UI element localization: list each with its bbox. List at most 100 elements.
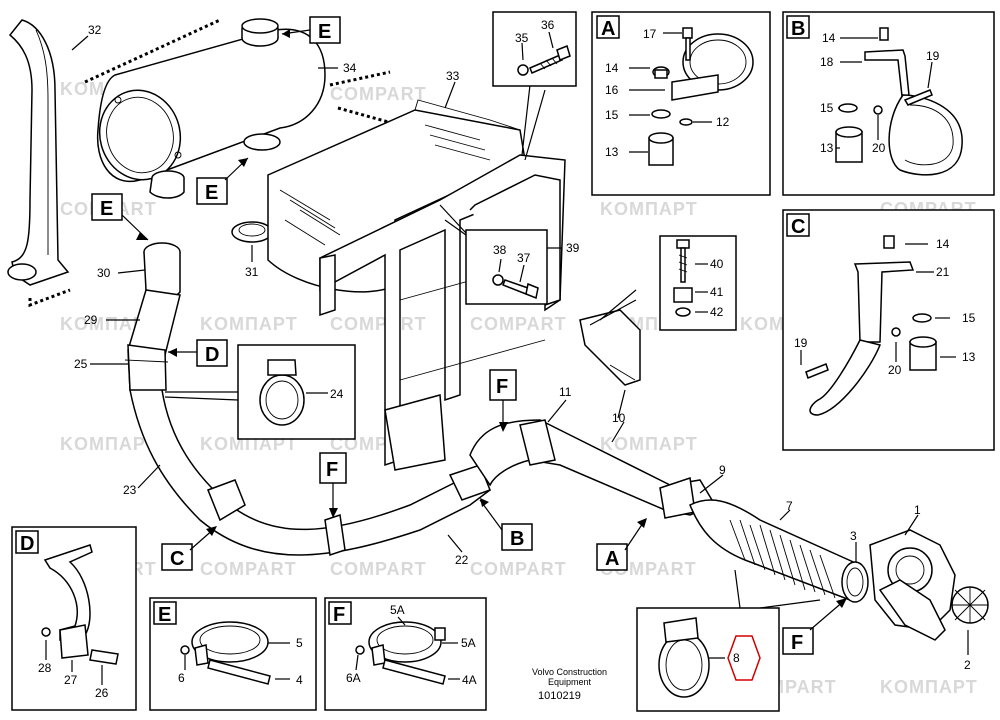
callout-f: F bbox=[791, 632, 803, 654]
inset-box-b: B bbox=[782, 11, 995, 196]
part-label-27: 27 bbox=[64, 673, 78, 687]
part-label-10: 10 bbox=[612, 411, 626, 425]
watermark: COMPART bbox=[470, 559, 567, 579]
watermark: COMPART bbox=[470, 314, 567, 334]
part-label-5a: 5A bbox=[461, 636, 476, 650]
watermark: COMPART bbox=[330, 314, 427, 334]
part-label-16: 16 bbox=[605, 83, 619, 97]
footer-code: 1010219 bbox=[538, 690, 581, 702]
part-label-38: 38 bbox=[493, 243, 507, 257]
part-label-5a: 5A bbox=[390, 603, 405, 617]
inset-box-c: C bbox=[782, 209, 995, 451]
callout-c: C bbox=[170, 548, 184, 570]
inset-f-title: F bbox=[333, 604, 345, 626]
inset-box-d: D bbox=[11, 526, 137, 711]
callout-f: F bbox=[326, 459, 338, 481]
part-label-32: 32 bbox=[88, 23, 102, 37]
watermark: KOMПАРТ bbox=[600, 434, 698, 454]
part-label-30: 30 bbox=[97, 266, 111, 280]
gasket-31 bbox=[231, 221, 273, 243]
part-label-19: 19 bbox=[926, 49, 940, 63]
part-label-22: 22 bbox=[455, 553, 469, 567]
part-label-20: 20 bbox=[888, 363, 902, 377]
part-label-28: 28 bbox=[38, 661, 52, 675]
inset-35-36 bbox=[492, 11, 577, 87]
part-label-8: 8 bbox=[733, 651, 740, 665]
part-label-14: 14 bbox=[605, 61, 619, 75]
part-label-11: 11 bbox=[559, 385, 572, 399]
callout-arrows bbox=[121, 29, 847, 631]
watermark: KOMПАРТ bbox=[60, 434, 158, 454]
part-label-37: 37 bbox=[517, 251, 531, 265]
callout-a: A bbox=[605, 548, 619, 570]
muffler-34 bbox=[96, 18, 326, 199]
watermark: COMPART bbox=[330, 84, 427, 104]
part-label-20: 20 bbox=[872, 141, 886, 155]
inset-8 bbox=[636, 607, 780, 712]
turbo-1 bbox=[869, 529, 989, 641]
zoom-callouts bbox=[164, 84, 821, 609]
part-label-33: 33 bbox=[446, 69, 460, 83]
inset-d-title: D bbox=[20, 533, 34, 555]
part-label-12: 12 bbox=[716, 115, 730, 129]
watermark: KOMПАРТ bbox=[880, 677, 978, 697]
part-label-6a: 6A bbox=[346, 671, 361, 685]
part-label-14: 14 bbox=[936, 237, 950, 251]
part-label-42: 42 bbox=[710, 305, 724, 319]
callout-b: B bbox=[510, 528, 524, 550]
part-label-39: 39 bbox=[566, 241, 580, 255]
part-label-3: 3 bbox=[850, 529, 857, 543]
part-label-40: 40 bbox=[710, 257, 724, 271]
inset-40-41-42 bbox=[659, 235, 737, 331]
part-label-13: 13 bbox=[962, 350, 976, 364]
flex-hose-7 bbox=[689, 499, 861, 601]
part-label-31: 31 bbox=[245, 265, 259, 279]
callout-f: F bbox=[496, 376, 508, 398]
part-label-24: 24 bbox=[330, 387, 344, 401]
part-label-15: 15 bbox=[820, 101, 834, 115]
inset-a-title: A bbox=[601, 18, 615, 40]
inset-38-37 bbox=[465, 229, 548, 305]
callout-e: E bbox=[318, 21, 331, 43]
watermark: KOMПАРТ bbox=[60, 314, 158, 334]
inset-b-title: B bbox=[791, 18, 805, 40]
watermark: KOMПАРТ bbox=[200, 314, 298, 334]
exhaust-stack-32 bbox=[7, 19, 70, 286]
footer-company: Volvo Construction bbox=[532, 667, 607, 677]
part-label-7: 7 bbox=[786, 499, 793, 513]
part-number-labels: 32 34 33 35 36 17 14 16 15 12 13 14 18 1… bbox=[38, 18, 976, 700]
pipe-11 bbox=[469, 419, 717, 519]
bracket-10 bbox=[579, 309, 641, 386]
part-label-25: 25 bbox=[74, 357, 88, 371]
leader-lines bbox=[71, 35, 969, 655]
part-label-9: 9 bbox=[719, 463, 726, 477]
part-label-15: 15 bbox=[605, 108, 619, 122]
inset-box-a: A bbox=[591, 11, 771, 196]
part-label-17: 17 bbox=[643, 27, 657, 41]
part-label-4a: 4A bbox=[462, 673, 477, 687]
part-label-34: 34 bbox=[343, 61, 357, 75]
inset-box-e: E bbox=[149, 597, 317, 711]
part-label-6: 6 bbox=[178, 671, 185, 685]
watermark: COMPART bbox=[200, 559, 297, 579]
part-label-36: 36 bbox=[541, 18, 555, 32]
part-label-26: 26 bbox=[95, 686, 109, 700]
footer-company-2: Equipment bbox=[548, 677, 592, 687]
watermark: KOMПАРТ bbox=[600, 199, 698, 219]
inset-e-title: E bbox=[158, 604, 171, 626]
inset-box-f: F bbox=[324, 597, 487, 711]
part-label-23: 23 bbox=[123, 483, 137, 497]
callout-d: D bbox=[205, 344, 219, 366]
highlight-hexagon bbox=[727, 635, 761, 681]
part-label-41: 41 bbox=[710, 285, 724, 299]
footer: Volvo Construction Equipment 1010219 bbox=[532, 667, 607, 702]
inset-c-title: C bbox=[791, 216, 805, 238]
part-label-2: 2 bbox=[964, 658, 971, 672]
part-label-15: 15 bbox=[962, 311, 976, 325]
clamp-ring-3 bbox=[841, 561, 869, 603]
part-label-4: 4 bbox=[296, 673, 303, 687]
part-label-13: 13 bbox=[820, 141, 834, 155]
callout-letters: E E E D F F B C A F bbox=[91, 16, 814, 655]
callout-e: E bbox=[205, 182, 218, 204]
